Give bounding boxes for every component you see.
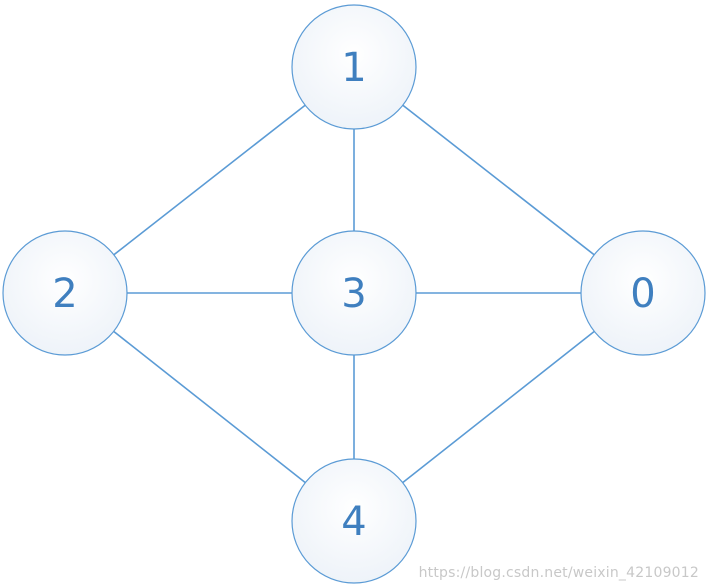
node-0: 0: [580, 230, 706, 356]
node-circle-1: [291, 4, 417, 130]
node-label-1: 1: [341, 45, 366, 91]
node-circle-2: [2, 230, 128, 356]
edge-1-2: [113, 104, 306, 256]
node-circle-3: [291, 230, 417, 356]
node-circle-4: [291, 458, 417, 584]
edge-0-4: [402, 330, 595, 484]
node-circle-0: [580, 230, 706, 356]
node-3: 3: [291, 230, 417, 356]
edge-1-0: [402, 104, 595, 256]
node-label-3: 3: [341, 271, 366, 317]
node-label-4: 4: [341, 499, 366, 545]
edges: [113, 104, 595, 484]
watermark-text: https://blog.csdn.net/weixin_42109012: [418, 565, 699, 581]
node-2: 2: [2, 230, 128, 356]
node-label-2: 2: [52, 271, 77, 317]
node-1: 1: [291, 4, 417, 130]
edge-2-4: [113, 330, 306, 484]
node-label-0: 0: [630, 271, 655, 317]
nodes: 1 2 3 0 4: [2, 4, 706, 584]
node-4: 4: [291, 458, 417, 584]
